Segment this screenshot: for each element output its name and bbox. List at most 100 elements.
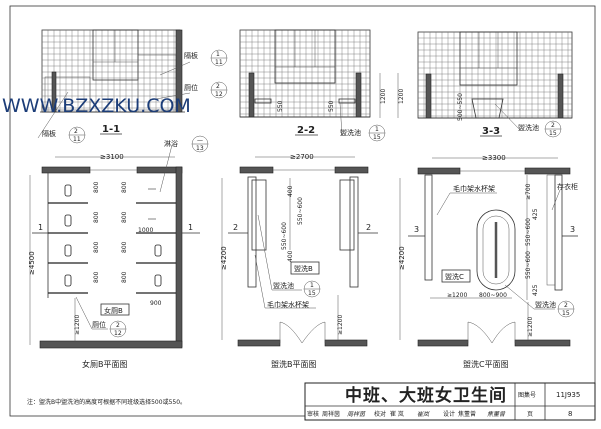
dim-label: 400 (287, 250, 294, 262)
sink (254, 98, 272, 104)
dim-label: ≥3300 (482, 154, 506, 162)
callout-stall-2-12[interactable]: 厕位 2 12 (75, 296, 127, 338)
dim-label: 550 (277, 100, 284, 112)
dim-label: ≥2700 (290, 153, 314, 161)
stall-dim: 800 (121, 211, 128, 223)
callout-basin-2-15[interactable]: 盥洗池 2 15 (494, 103, 562, 138)
toilet (64, 244, 72, 257)
stall-dim: 800 (121, 241, 128, 253)
tile-wall (417, 31, 573, 119)
svg-text:盥洗池: 盥洗池 (518, 123, 539, 132)
partition (44, 76, 91, 111)
stall-dim: 800 (93, 271, 100, 283)
svg-text:1: 1 (310, 282, 314, 289)
wash-counter (339, 179, 355, 251)
plan-washroom-c: ≥3300 ≥4200 3 3 ≥700 425 550~600 550~600… (398, 154, 578, 369)
dim-label: 425 (532, 284, 539, 296)
section-marker: 2 (366, 223, 371, 232)
check-label: 校对 (374, 410, 386, 418)
svg-text:盥洗池: 盥洗池 (340, 128, 361, 137)
designer: 焦董曾 (458, 410, 476, 418)
dim-label: 1000 (138, 227, 153, 234)
svg-text:15: 15 (373, 134, 381, 141)
note: 注：盥洗B中盥洗池的高度可根据不同班级选择500或550。 (27, 398, 186, 406)
atlas-number: 11J935 (556, 391, 580, 399)
title-block: 中班、大班女卫生间 图集号 11J935 审核 周祥茵 周祥茵 校对 崔 岚 崔… (304, 382, 596, 421)
checker-signature: 崔岚 (417, 410, 430, 418)
page-number: 8 (568, 410, 572, 418)
review-label: 审核 (307, 410, 319, 418)
stall-dim: 800 (121, 181, 128, 193)
callout-shower-13[interactable]: 淋浴 — 13 (159, 135, 209, 193)
svg-text:2: 2 (74, 128, 78, 135)
stall-dim: 800 (93, 241, 100, 253)
room-label: 女厕B (104, 306, 123, 315)
page-label: 页 (527, 411, 533, 418)
dim-label: ≥1200 (447, 292, 467, 299)
svg-text:隔板: 隔板 (42, 129, 56, 138)
callout-basin-2-15[interactable]: 盥洗池 2 15 (504, 284, 575, 318)
double-door (467, 321, 516, 344)
svg-text:隔板: 隔板 (184, 51, 198, 60)
elevation-title: 3-3 (482, 126, 500, 137)
dim-label: 1200 (398, 89, 405, 104)
svg-text:—: — (197, 137, 203, 144)
dim-label: 550~600 (297, 197, 304, 225)
section-marker: 2 (233, 223, 238, 232)
designer-signature: 焦董曾 (487, 410, 506, 418)
callout-partition-1-11[interactable]: 隔板 1 11 (159, 49, 228, 76)
callout-stall-2-12[interactable]: 厕位 2 12 (149, 81, 228, 101)
dim-label: 425 (532, 208, 539, 220)
room-label: 盥洗B (294, 264, 313, 273)
elevation-title: 1-1 (102, 124, 120, 135)
dim-label: ≥1200 (337, 315, 344, 335)
svg-text:1: 1 (216, 51, 220, 58)
callout-basin-1-15[interactable]: 盥洗池 1 15 (339, 102, 386, 142)
double-door (279, 321, 326, 344)
svg-text:淋浴: 淋浴 (164, 139, 178, 148)
svg-text:厕位: 厕位 (184, 83, 198, 92)
reviewer-signature: 周祥茵 (347, 410, 366, 418)
toilet (154, 244, 162, 257)
svg-text:2: 2 (216, 83, 220, 90)
tile-grid (417, 31, 573, 119)
dim-label: 900 (150, 300, 162, 307)
plan-title: 盥洗C平面图 (463, 359, 509, 369)
callout-partition-2-11[interactable]: 隔板 2 11 (37, 91, 86, 144)
design-label: 设计 (443, 410, 455, 418)
dim-label: ≥4200 (220, 246, 228, 270)
svg-text:12: 12 (114, 330, 122, 337)
svg-text:13: 13 (196, 145, 204, 152)
section-marker: 3 (570, 225, 575, 234)
svg-text:盥洗池: 盥洗池 (273, 281, 294, 290)
window (459, 31, 518, 86)
toilet (64, 274, 72, 287)
watermark: WWW.BZXZKU.COM (2, 95, 191, 117)
svg-text:1: 1 (375, 126, 379, 133)
window (274, 29, 336, 84)
drawing-title: 中班、大班女卫生间 (345, 385, 507, 406)
dim-label: ≥4500 (28, 251, 36, 275)
room-label-box (441, 269, 471, 283)
elevation-3-3: 500~550 3-3 盥洗池 2 15 (417, 31, 573, 138)
towel-rack-label: 毛巾架水杯架 (453, 184, 495, 193)
plan-title: 女厕B平面图 (82, 359, 128, 369)
dim-label: ≥1200 (74, 315, 81, 335)
locker-label: 存衣柜 (557, 182, 578, 191)
dim-label: ≥4200 (398, 246, 406, 270)
dim-label: 550 (328, 100, 335, 112)
callout-basin-1-15[interactable]: 盥洗池 1 15 (257, 214, 321, 298)
towel-rack-label: 毛巾架水杯架 (267, 300, 309, 309)
section-marker: 1 (38, 223, 43, 232)
elevation-2-2: 550 550 1200 1200 2-2 盥洗池 1 15 (239, 29, 405, 142)
svg-text:2: 2 (116, 322, 120, 329)
toilet (64, 184, 72, 197)
room-label-box (100, 303, 130, 316)
svg-text:厕位: 厕位 (92, 320, 106, 329)
section-marker: 3 (414, 225, 419, 234)
svg-text:盥洗池: 盥洗池 (535, 300, 556, 309)
plan-title: 盥洗B平面图 (271, 359, 317, 369)
dim-label: 500~550 (457, 93, 464, 121)
